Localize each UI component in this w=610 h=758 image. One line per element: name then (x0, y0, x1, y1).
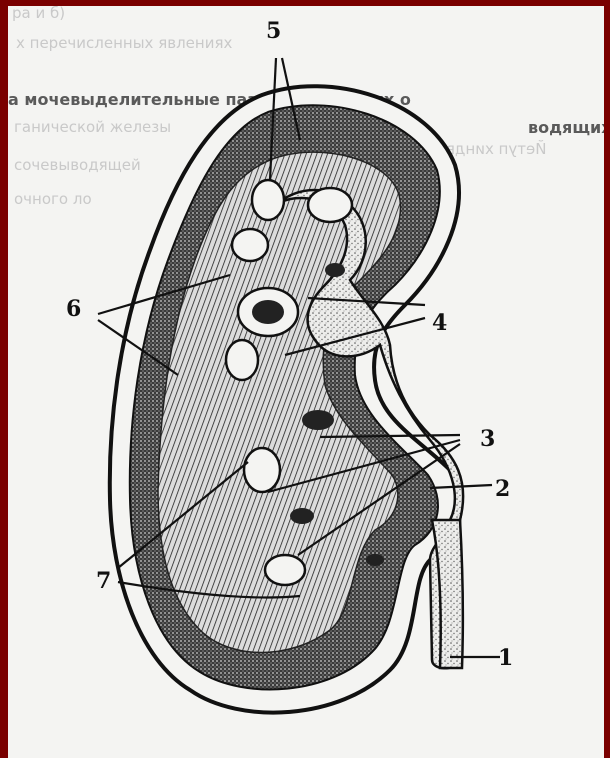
calyx (265, 555, 305, 585)
calyx (308, 188, 352, 222)
vessel (325, 263, 345, 277)
calyx (232, 229, 268, 261)
kidney-section-diagram: 1 2 3 4 5 6 7 (8, 6, 604, 758)
callout-6: 6 (66, 296, 81, 322)
calyx (226, 340, 258, 380)
calyx (244, 448, 280, 492)
calyx (252, 180, 284, 220)
callout-2: 2 (495, 476, 510, 502)
vessel (290, 508, 314, 524)
callout-7: 7 (96, 568, 111, 594)
vessel (252, 300, 284, 324)
vessel (366, 554, 384, 566)
vessel (302, 410, 334, 430)
callout-4: 4 (432, 310, 447, 336)
callout-1: 1 (498, 645, 513, 671)
callout-3: 3 (480, 426, 495, 452)
figure-frame: ра и б) х перечисленных явлениях а мочев… (8, 6, 604, 758)
callout-5: 5 (266, 18, 281, 44)
